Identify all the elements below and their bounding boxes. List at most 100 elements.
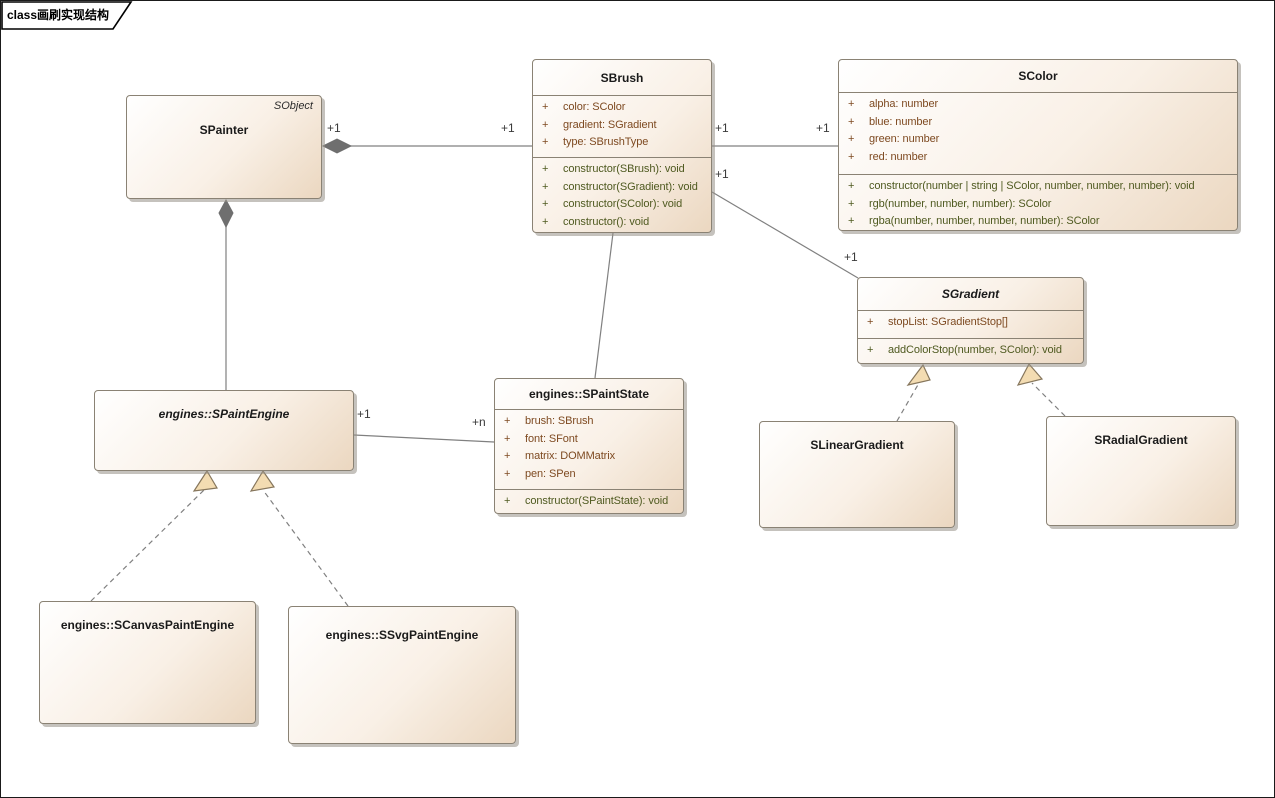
visibility-plus: + [542, 180, 549, 193]
multiplicity-label: +1 [327, 121, 341, 135]
generalization-triangle-icon [1016, 362, 1044, 386]
association-link-spaintengine-spaintstate[interactable] [353, 434, 495, 443]
multiplicity-label: +1 [816, 121, 830, 135]
attribute-text: font: SFont [525, 432, 578, 445]
operations-section: + addColorStop(number, SColor): void [858, 338, 1083, 365]
attribute-row: + matrix: DOMMatrix [495, 448, 683, 466]
visibility-plus: + [848, 115, 855, 128]
visibility-plus: + [867, 316, 874, 328]
class-scolor[interactable]: SColor + alpha: number + blue: number + gre… [838, 59, 1238, 231]
class-title: SColor [1018, 69, 1058, 83]
visibility-plus: + [848, 180, 855, 192]
class-sradialgradient[interactable]: SRadialGradient [1046, 416, 1236, 526]
visibility-plus: + [848, 197, 855, 210]
class-slineargradient[interactable]: SLinearGradient [759, 421, 955, 528]
attributes-section: + stopList: SGradientStop[] [858, 310, 1083, 338]
class-title: SPainter [199, 123, 249, 137]
attributes-section: + alpha: number + blue: number + green: num… [839, 92, 1237, 174]
attribute-row: + color: SColor [533, 99, 711, 117]
attribute-text: color: SColor [563, 101, 626, 113]
association-link-sbrush-sgradient[interactable] [711, 191, 859, 279]
association-link-sbrush-spaintstate[interactable] [594, 232, 614, 379]
operation-text: constructor(number | string | SColor, nu… [869, 180, 1195, 192]
frame-title: 画刷实现结构 [37, 8, 110, 22]
generalization-triangle-icon [192, 469, 218, 492]
operations-section: + constructor(SBrush): void + constructor(… [533, 157, 711, 234]
class-spaintengine[interactable]: engines::SPaintEngine [94, 390, 354, 471]
visibility-plus: + [542, 163, 549, 175]
class-ssvgpaintengine[interactable]: engines::SSvgPaintEngine [288, 606, 516, 744]
multiplicity-label: +1 [501, 121, 515, 135]
attribute-text: blue: number [869, 115, 933, 128]
attribute-row: + brush: SBrush [495, 413, 683, 431]
diagram-frame-label: class画刷实现结构 [7, 6, 109, 23]
class-title: SRadialGradient [1094, 433, 1188, 447]
operation-text: addColorStop(number, SColor): void [888, 344, 1062, 356]
generalization-triangle-icon [906, 363, 931, 386]
attribute-text: red: number [869, 150, 928, 163]
class-sgradient[interactable]: SGradient + stopList: SGradientStop[] + ad… [857, 277, 1084, 364]
class-title: engines::SPaintState [528, 387, 650, 401]
visibility-plus: + [848, 215, 855, 227]
attribute-row: + gradient: SGradient [533, 117, 711, 135]
visibility-plus: + [867, 344, 874, 356]
class-title: SLinearGradient [810, 438, 904, 452]
composition-diamond-icon [218, 198, 234, 229]
attribute-row: + font: SFont [495, 431, 683, 449]
class-title: engines::SCanvasPaintEngine [60, 618, 235, 632]
operation-row: + constructor(SBrush): void [533, 161, 711, 179]
multiplicity-label: +1 [844, 250, 858, 264]
operation-text: constructor(SColor): void [563, 198, 683, 210]
attribute-text: gradient: SGradient [563, 118, 657, 131]
visibility-plus: + [542, 136, 549, 148]
class-spainter[interactable]: SObject SPainter [126, 95, 322, 199]
attribute-text: stopList: SGradientStop[] [888, 316, 1008, 328]
visibility-plus: + [504, 415, 511, 427]
generalization-link-slineargradient[interactable] [896, 382, 920, 422]
visibility-plus: + [542, 215, 549, 228]
base-class-corner-label: SObject [273, 100, 313, 112]
visibility-plus: + [848, 133, 855, 145]
operation-text: rgba(number, number, number, number): SC… [869, 215, 1100, 227]
visibility-plus: + [504, 450, 511, 462]
class-title: SBrush [600, 70, 644, 85]
attribute-text: type: SBrushType [563, 136, 649, 148]
operation-text: constructor(): void [563, 215, 650, 228]
attribute-text: brush: SBrush [525, 415, 594, 427]
operation-text: rgb(number, number, number): SColor [869, 197, 1052, 210]
operation-text: constructor(SBrush): void [563, 163, 685, 175]
multiplicity-label: +n [472, 415, 486, 429]
visibility-plus: + [504, 495, 511, 507]
visibility-plus: + [848, 150, 855, 163]
frame-keyword: class [7, 8, 38, 22]
attribute-text: green: number [869, 133, 940, 145]
generalization-link-ssvgpaintengine[interactable] [262, 489, 349, 607]
class-scanvaspaintengine[interactable]: engines::SCanvasPaintEngine [39, 601, 256, 724]
class-spaintstate[interactable]: engines::SPaintState +brush: SBrush +fon… [494, 378, 684, 514]
visibility-plus: + [542, 101, 549, 113]
operation-row: + rgb(number, number, number): SColor [839, 196, 1237, 214]
multiplicity-label: +1 [715, 167, 729, 181]
generalization-link-scanvaspaintengine[interactable] [90, 489, 205, 602]
multiplicity-label: +1 [357, 407, 371, 421]
visibility-plus: + [542, 198, 549, 210]
operation-row: +constructor(SPaintState): void [495, 493, 683, 511]
attribute-row: + stopList: SGradientStop[] [858, 314, 1083, 332]
attributes-section: + brush: SBrush + font: SFont + matrix: DOM… [495, 409, 683, 489]
visibility-plus: + [504, 432, 511, 445]
generalization-link-sradialgradient[interactable] [1031, 382, 1066, 417]
composition-diamond-icon [321, 138, 353, 154]
visibility-plus: + [542, 118, 549, 131]
attribute-row: +pen: SPen [495, 466, 683, 484]
attribute-row: + red: number [839, 149, 1237, 167]
attribute-text: matrix: DOMMatrix [525, 450, 615, 462]
operation-row: + constructor(number | string | SColor, n… [839, 178, 1237, 196]
class-title: engines::SSvgPaintEngine [325, 628, 479, 642]
operation-row: + addColorStop(number, SColor): void [858, 342, 1083, 360]
attribute-text: alpha: number [869, 98, 939, 110]
class-title: SGradient [941, 287, 1000, 301]
class-title: engines::SPaintEngine [158, 407, 290, 421]
operation-row: + constructor(SColor): void [533, 196, 711, 214]
class-sbrush[interactable]: SBrush + color: SColor + gradient: SGradie… [532, 59, 712, 233]
